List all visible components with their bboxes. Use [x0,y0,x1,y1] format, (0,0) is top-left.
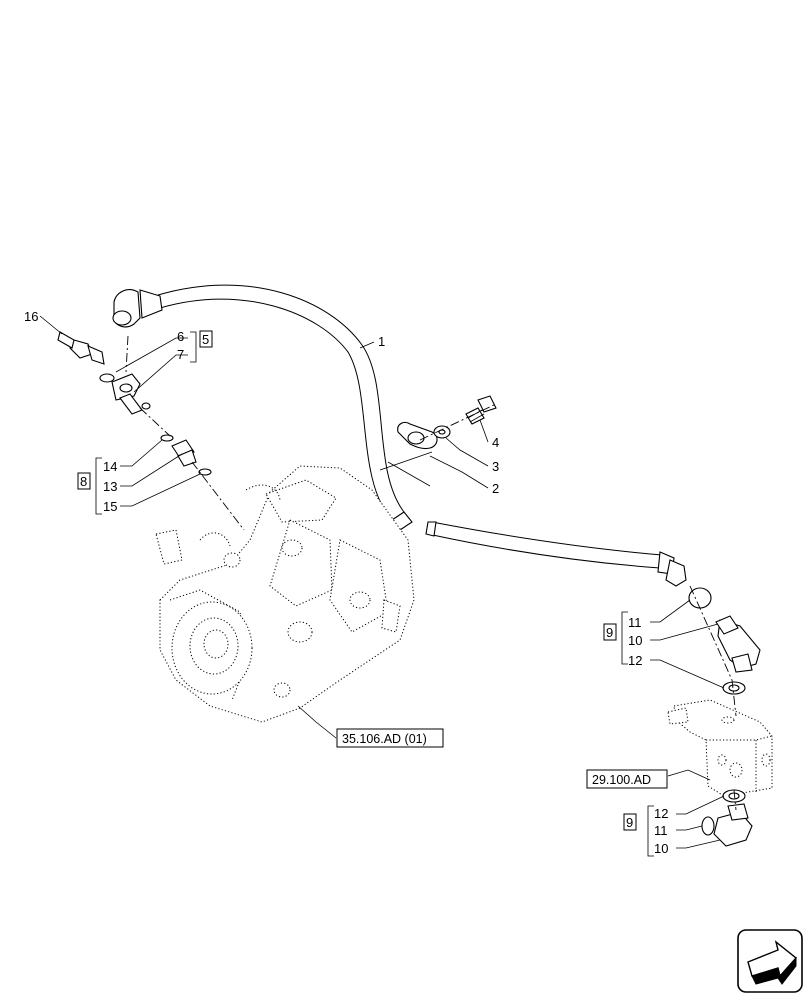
centerline-right-lower [733,789,737,811]
bracket-5 [190,331,197,363]
hose-assembly[interactable] [112,284,687,587]
centerline-right-upper [689,585,737,717]
bracket-8 [95,457,102,515]
callout-15[interactable]: 15 [103,499,117,514]
reference-valve-box [586,769,668,789]
banjo-fitting[interactable] [111,373,151,415]
valve-block[interactable] [667,699,773,797]
callout-8[interactable]: 8 [80,474,87,489]
callout-16[interactable]: 16 [24,309,38,324]
callout-3[interactable]: 3 [492,459,499,474]
callout-1[interactable]: 1 [378,334,385,349]
callout-4[interactable]: 4 [492,435,499,450]
callout-13[interactable]: 13 [103,479,117,494]
check-valve[interactable] [171,439,197,467]
bracket-9-upper [621,611,628,665]
leader-lines [39,315,725,849]
reference-pump-box [336,728,444,748]
centerline-bolt [419,403,497,441]
callout-12-upper[interactable]: 12 [628,653,642,668]
callout-11-upper[interactable]: 11 [628,615,642,630]
seal-ring-15[interactable] [198,468,212,476]
reference-valve[interactable]: 29.100.AD [592,773,651,787]
hydraulic-pump[interactable] [155,465,415,723]
callout-11-lower[interactable]: 11 [654,823,668,838]
callout-10-lower[interactable]: 10 [654,841,668,856]
callout-12-lower[interactable]: 12 [654,806,668,821]
seal-ring-14[interactable] [160,434,174,442]
sensor-fitting[interactable] [57,331,105,365]
callout-9-upper[interactable]: 9 [606,625,613,640]
callout-6[interactable]: 6 [177,329,184,344]
callout-7[interactable]: 7 [177,347,184,362]
callout-8-box [77,472,91,490]
callout-5-box [199,330,213,348]
elbow-fitting-lower[interactable] [713,803,753,847]
callout-9-lower-box [623,813,637,831]
reference-pump[interactable]: 35.106.AD (01) [342,732,427,746]
callout-9-lower[interactable]: 9 [626,815,633,830]
elbow-fitting-upper[interactable] [715,615,761,673]
washer[interactable] [433,425,451,439]
callout-2[interactable]: 2 [492,481,499,496]
callout-14[interactable]: 14 [103,459,117,474]
clamp[interactable] [379,421,438,487]
callout-5[interactable]: 5 [202,332,209,347]
bracket-9-lower [647,805,654,857]
next-page-arrow-icon[interactable] [737,929,803,993]
bolt[interactable] [465,395,497,425]
o-ring-upper[interactable] [99,373,115,383]
washer-upper-right[interactable] [722,681,746,695]
o-ring-lower-right[interactable] [701,816,715,836]
callout-9-upper-box [603,623,617,641]
callout-10-upper[interactable]: 10 [628,633,642,648]
